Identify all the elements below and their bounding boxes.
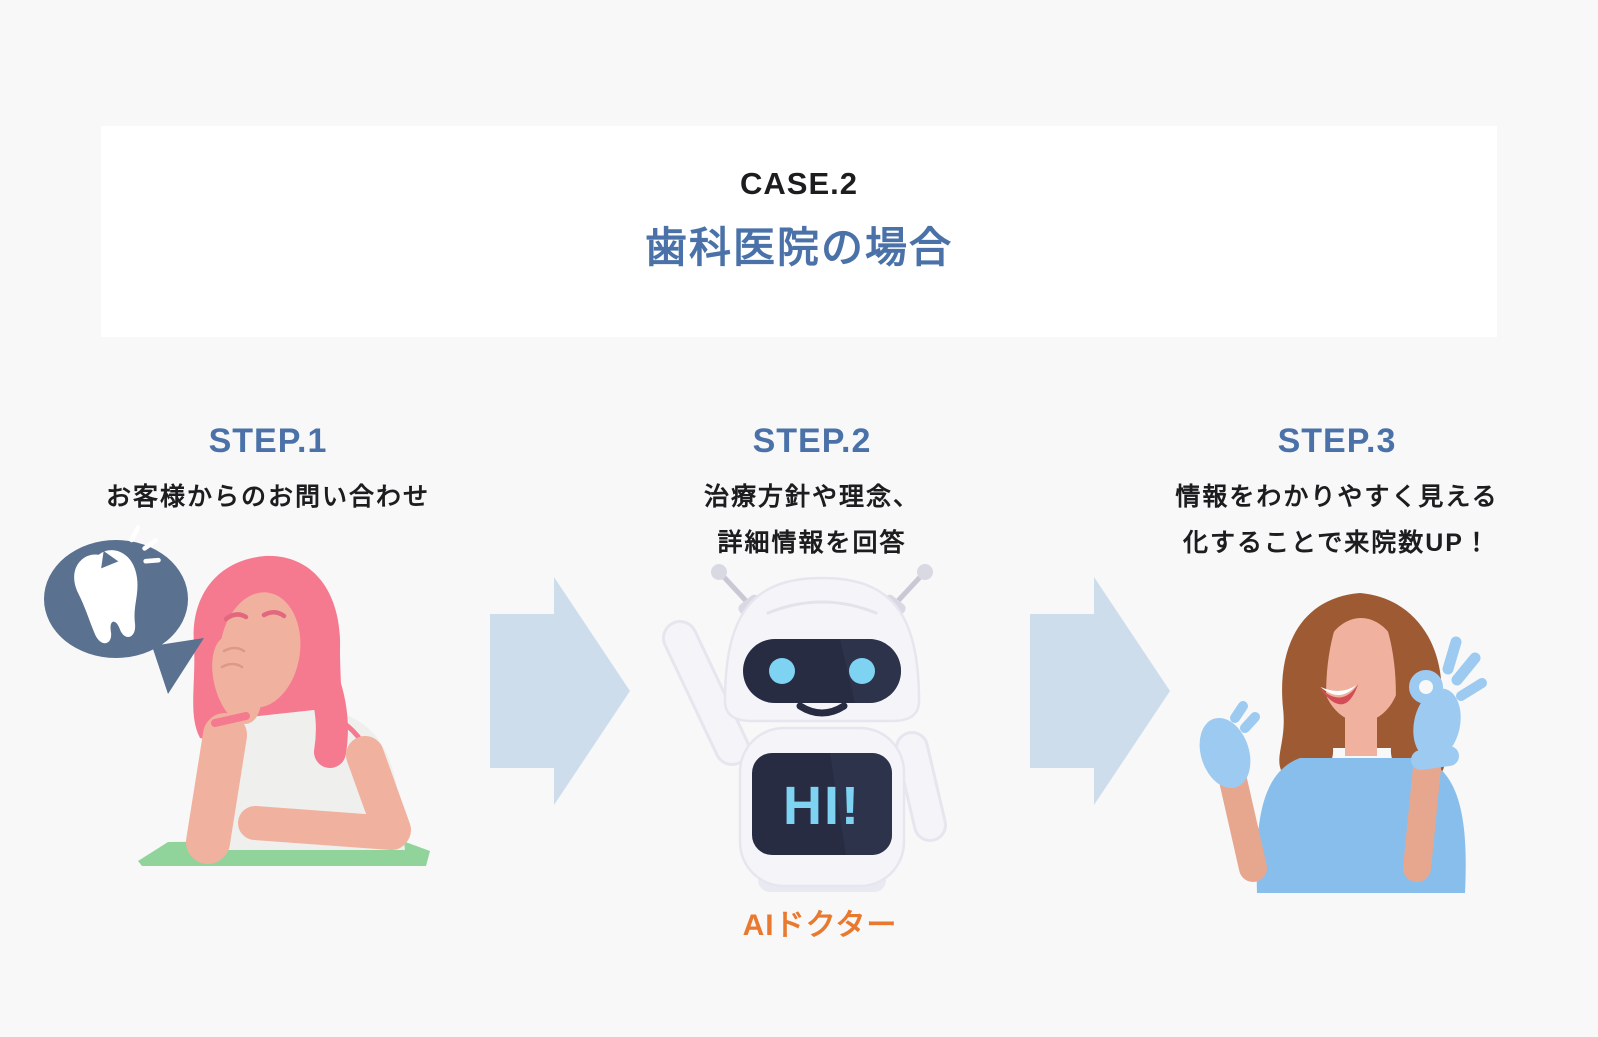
step-3-heading: STEP.3 情報をわかりやすく見える 化することで来院数UP！ — [1137, 420, 1537, 566]
speech-bubble — [44, 525, 204, 694]
hair-strand — [307, 664, 348, 768]
customer-toothache-illustration — [44, 525, 430, 866]
step-3-description-line: 化することで来院数UP！ — [1183, 529, 1491, 557]
supporting-arm — [186, 713, 247, 864]
bracelet — [211, 712, 250, 727]
step-1-heading: STEP.1 お客様からのお問い合わせ — [68, 420, 468, 520]
robot-screen: HI! — [752, 753, 892, 855]
step-2-label: STEP.2 — [752, 422, 872, 460]
smile — [1318, 683, 1359, 705]
step-2-heading: STEP.2 治療方針や理念、 詳細情報を回答 — [612, 420, 1012, 566]
robot-smile — [796, 702, 848, 717]
step-2-description-line: 治療方針や理念、 — [703, 483, 920, 511]
step-3-label: STEP.3 — [1277, 422, 1397, 460]
robot-arm — [895, 731, 947, 842]
step-1-label: STEP.1 — [208, 422, 328, 460]
arrow-right-icon — [490, 577, 630, 805]
step-2-description-line: 詳細情報を回答 — [717, 529, 907, 557]
step-1-description: お客様からのお問い合わせ — [68, 474, 468, 520]
robot-face — [743, 639, 901, 717]
step-2-description: 治療方針や理念、 詳細情報を回答 — [612, 474, 1012, 566]
closed-eyes — [223, 610, 287, 622]
ok-sign-glove — [1403, 636, 1487, 882]
finger-lines — [220, 646, 246, 669]
robot-screen-text: HI! — [783, 776, 861, 836]
robot-waving-arm — [662, 620, 750, 766]
resting-arm — [238, 736, 411, 850]
hair-strand — [1306, 610, 1416, 728]
tooth-icon — [74, 525, 161, 644]
fist-glove — [1199, 701, 1267, 882]
face — [1321, 618, 1401, 722]
case-label: CASE.2 — [740, 166, 858, 201]
robot-eye — [849, 658, 875, 684]
happy-patient-illustration — [1199, 593, 1487, 893]
hand-on-cheek — [212, 635, 262, 725]
header-panel: CASE.2 歯科医院の場合 — [101, 126, 1497, 337]
ai-doctor-caption: AIドクター — [742, 909, 898, 942]
robot-eye — [769, 658, 795, 684]
page-title: 歯科医院の場合 — [644, 224, 953, 271]
step-3-description: 情報をわかりやすく見える 化することで来院数UP！ — [1137, 474, 1537, 566]
arrow-right-icon — [1030, 577, 1170, 805]
ai-robot-illustration: HI! — [662, 564, 947, 892]
step-1-description-line: お客様からのお問い合わせ — [105, 483, 430, 511]
step-3-description-line: 情報をわかりやすく見える — [1175, 483, 1499, 511]
head-seam — [766, 600, 878, 615]
